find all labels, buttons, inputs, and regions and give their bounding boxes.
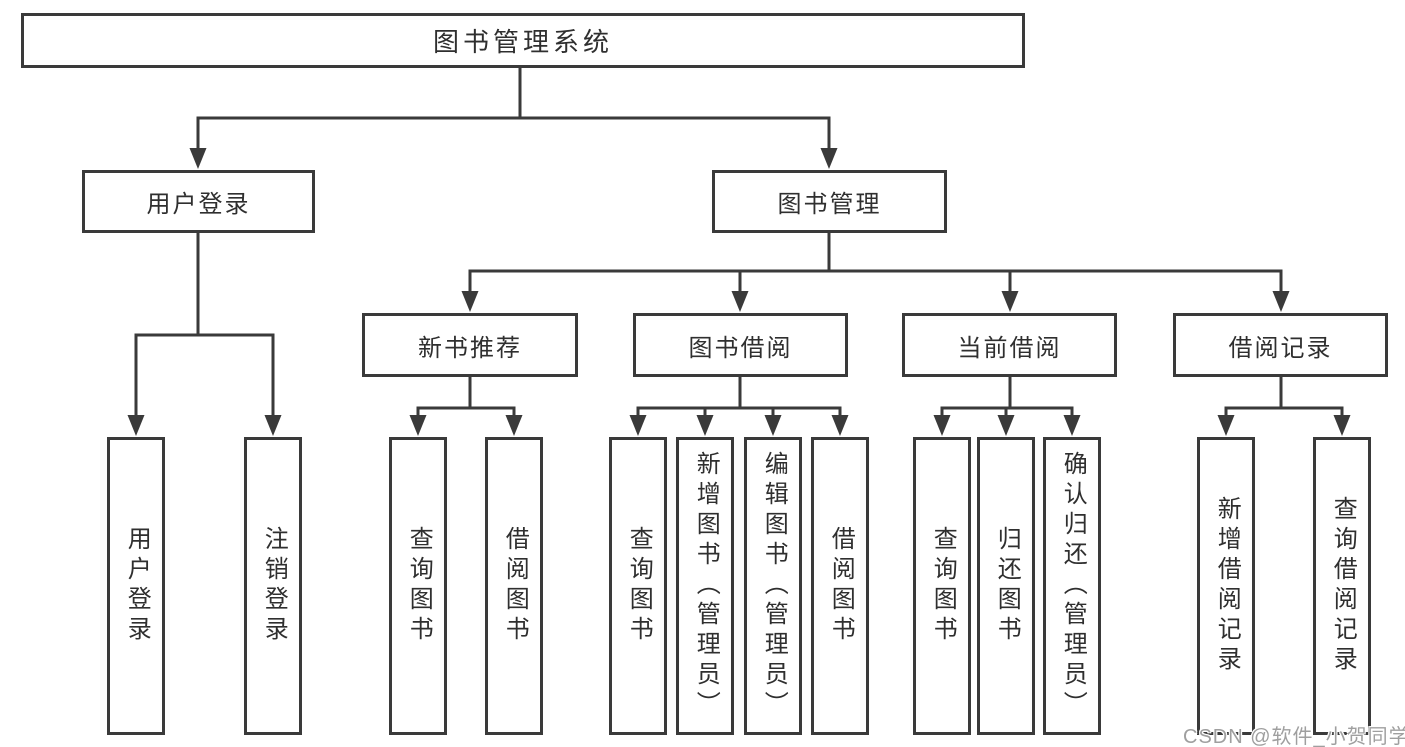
- leaf-borrow-book-recommend: 借阅图书: [485, 437, 543, 735]
- node-label: 查询图书: [929, 526, 957, 646]
- arrowhead-icon: [189, 148, 207, 169]
- node-label: 借阅记录: [1228, 334, 1333, 362]
- node-label: 查询借阅记录: [1329, 496, 1357, 676]
- leaf-add-book-admin: 新增图书（管理员）: [676, 437, 734, 735]
- arrowhead-icon: [1217, 415, 1235, 436]
- node-label: 注销登录: [260, 526, 288, 646]
- node-book-borrow: 图书借阅: [633, 313, 848, 377]
- arrowhead-icon: [409, 415, 427, 436]
- node-borrow-records: 借阅记录: [1173, 313, 1388, 377]
- leaf-confirm-return-admin: 确认归还（管理员）: [1043, 437, 1101, 735]
- arrowhead-icon: [629, 415, 647, 436]
- node-label: 图书管理: [777, 191, 882, 218]
- arrowhead-icon: [127, 415, 145, 436]
- leaf-borrow-book: 借阅图书: [811, 437, 869, 735]
- leaf-logout: 注销登录: [244, 437, 302, 735]
- node-label: 新增图书（管理员）: [692, 451, 720, 721]
- arrowhead-icon: [831, 415, 849, 436]
- leaf-user-login: 用户登录: [107, 437, 165, 735]
- node-user-login: 用户登录: [82, 170, 315, 233]
- arrowhead-icon: [731, 291, 749, 312]
- node-label: 查询图书: [625, 526, 653, 646]
- node-label: 编辑图书（管理员）: [760, 451, 788, 721]
- leaf-query-borrow-record: 查询借阅记录: [1313, 437, 1371, 735]
- node-label: 借阅图书: [827, 526, 855, 646]
- node-label: 查询图书: [405, 526, 433, 646]
- arrowhead-icon: [264, 415, 282, 436]
- leaf-return-book: 归还图书: [977, 437, 1035, 735]
- node-root: 图书管理系统: [21, 13, 1025, 68]
- leaf-add-borrow-record: 新增借阅记录: [1197, 437, 1255, 735]
- node-label: 图书管理系统: [432, 27, 613, 57]
- node-label: 新增借阅记录: [1213, 496, 1241, 676]
- leaf-query-book-recommend: 查询图书: [389, 437, 447, 735]
- arrowhead-icon: [696, 415, 714, 436]
- arrowhead-icon: [764, 415, 782, 436]
- arrowhead-icon: [461, 291, 479, 312]
- node-label: 当前借阅: [957, 334, 1062, 362]
- node-current-borrow: 当前借阅: [902, 313, 1117, 377]
- leaf-query-book-current: 查询图书: [913, 437, 971, 735]
- leaf-query-book-borrow: 查询图书: [609, 437, 667, 735]
- arrowhead-icon: [1333, 415, 1351, 436]
- arrowhead-icon: [820, 148, 838, 169]
- node-label: 用户登录: [146, 191, 251, 218]
- node-label: 确认归还（管理员）: [1059, 451, 1087, 721]
- node-label: 新书推荐: [418, 334, 522, 362]
- node-book-management: 图书管理: [712, 170, 947, 233]
- node-label: 借阅图书: [501, 526, 529, 646]
- arrowhead-icon: [1001, 291, 1019, 312]
- node-label: 归还图书: [993, 526, 1021, 646]
- arrowhead-icon: [1063, 415, 1081, 436]
- leaf-edit-book-admin: 编辑图书（管理员）: [744, 437, 802, 735]
- watermark: CSDN @软件_小贺同学: [1183, 726, 1405, 747]
- arrowhead-icon: [997, 415, 1015, 436]
- arrowhead-icon: [505, 415, 523, 436]
- node-label: 图书借阅: [688, 334, 793, 362]
- arrowhead-icon: [933, 415, 951, 436]
- node-new-book-recommend: 新书推荐: [362, 313, 578, 377]
- arrowhead-icon: [1272, 291, 1290, 312]
- node-label: 用户登录: [123, 526, 151, 646]
